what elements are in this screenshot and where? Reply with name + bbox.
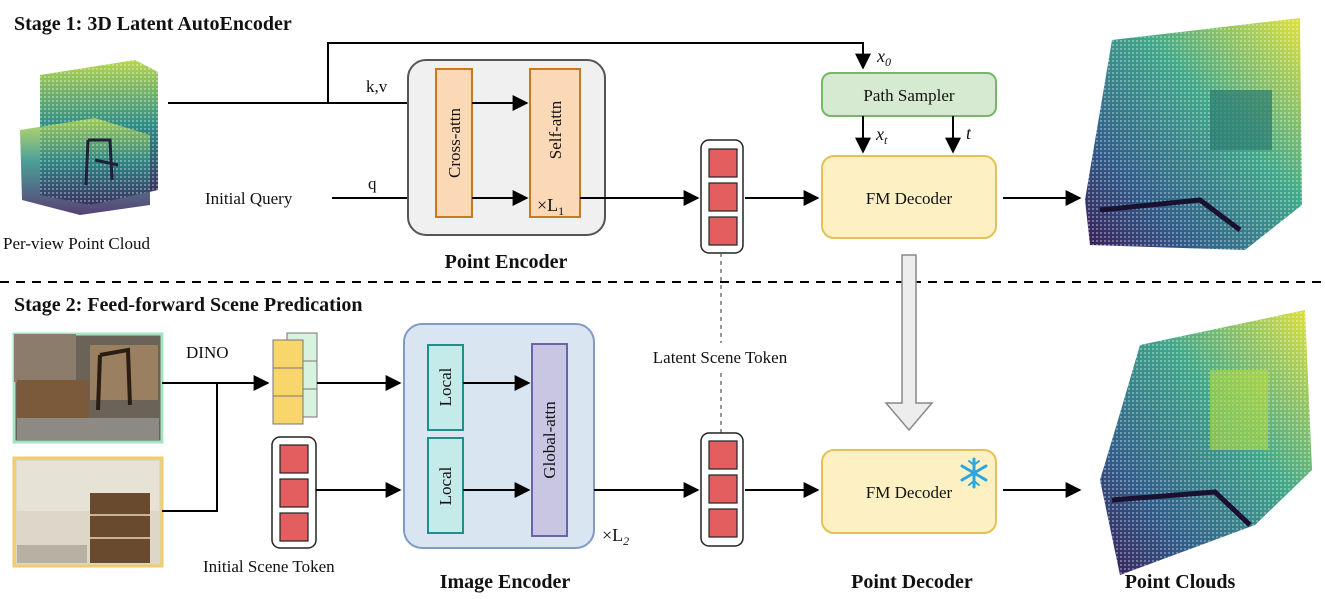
per-view-caption: Per-view Point Cloud [3, 234, 150, 253]
point-decoder-caption: Point Decoder [851, 571, 973, 593]
fm-decoder-label-1: FM Decoder [866, 189, 953, 208]
l1-repeat-label: ×L1 [537, 195, 564, 218]
cross-attn-block [435, 68, 473, 218]
latent-token [708, 474, 738, 504]
self-attn-label: Self-attn [546, 100, 565, 159]
latent-token [708, 148, 738, 178]
x0-arrow [327, 42, 871, 103]
latent-token [708, 216, 738, 246]
q-label: q [368, 174, 377, 193]
latent-label-bg [630, 343, 810, 369]
predicted-point-cloud [1100, 310, 1312, 575]
per-view-point-cloud-image [20, 60, 158, 215]
point-encoder-caption: Point Encoder [445, 251, 568, 273]
scene-token [279, 444, 309, 474]
input-image-2 [12, 456, 164, 568]
latent-token [708, 182, 738, 212]
local-attn-block-1 [427, 344, 464, 431]
fm-decoder-block-1 [821, 155, 997, 239]
initial-query-label: Initial Query [205, 189, 293, 208]
dino-label: DINO [186, 343, 229, 362]
global-attn-label: Global-attn [540, 401, 559, 479]
stage1-title: Stage 1: 3D Latent AutoEncoder [14, 13, 292, 35]
dino-feature-stack [272, 332, 318, 425]
latent-token-stack-2 [700, 432, 744, 547]
cross-attn-label: Cross-attn [445, 108, 464, 178]
fm-decoder-block-2 [821, 449, 997, 534]
global-attn-block [531, 343, 568, 537]
l2-repeat-label: ×L2 [602, 525, 629, 548]
local-attn-block-2 [427, 437, 464, 534]
stage2-title: Stage 2: Feed-forward Scene Predication [14, 294, 362, 316]
local-label-1: Local [436, 367, 455, 406]
point-clouds-caption: Point Clouds [1125, 571, 1236, 593]
input-image-1 [12, 332, 164, 444]
path-sampler-label: Path Sampler [863, 86, 954, 105]
snowflake-icon [960, 457, 988, 489]
local-label-2: Local [436, 466, 455, 505]
xt-label: xt [875, 124, 888, 147]
image-encoder-caption: Image Encoder [440, 571, 571, 593]
self-attn-block [529, 68, 581, 218]
latent-token-stack-1 [700, 139, 744, 254]
image2-to-dino-arrow [162, 383, 218, 512]
weight-transfer-arrow [884, 254, 934, 432]
latent-token [708, 440, 738, 470]
fm-decoder-label-2: FM Decoder [866, 483, 953, 502]
latent-scene-token-label: Latent Scene Token [653, 348, 788, 367]
initial-scene-token-stack [271, 436, 317, 549]
reconstructed-point-cloud [1085, 18, 1302, 250]
scene-token [279, 512, 309, 542]
x0-label: x0 [876, 46, 891, 69]
t-label: t [966, 123, 972, 143]
path-sampler-block [821, 72, 997, 117]
initial-scene-token-label: Initial Scene Token [203, 557, 335, 576]
latent-token [708, 508, 738, 538]
kv-label: k,v [366, 77, 388, 96]
scene-token [279, 478, 309, 508]
